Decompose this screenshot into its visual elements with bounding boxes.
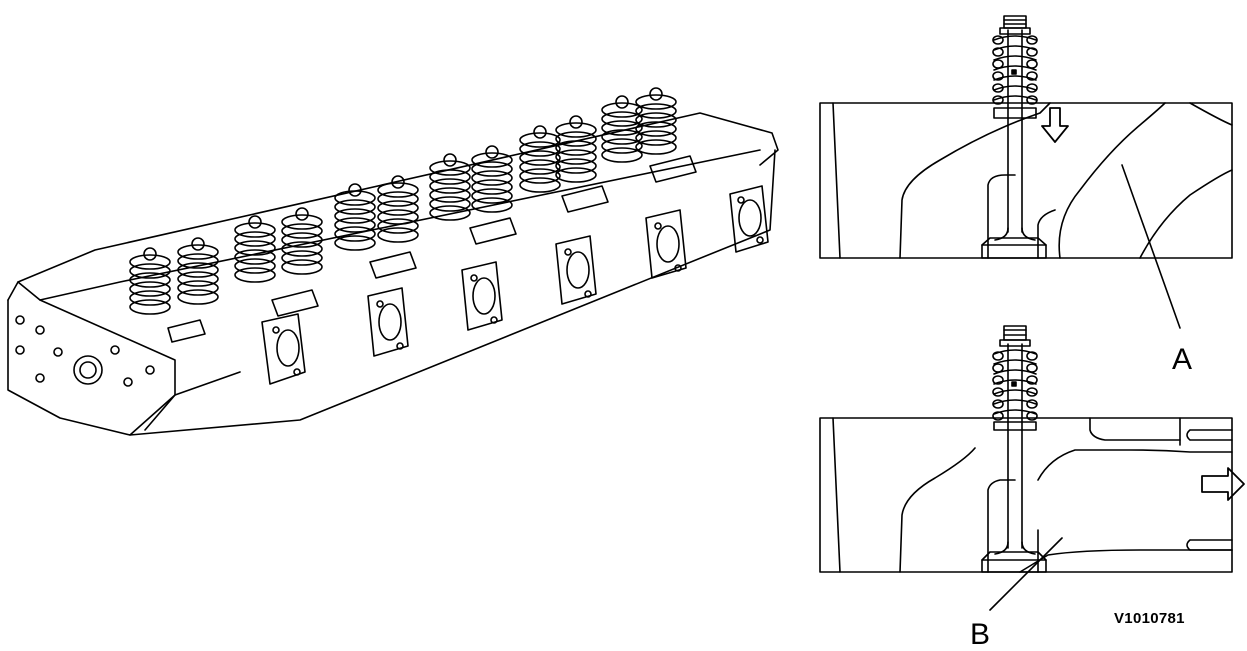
intake-port-section <box>819 15 1233 329</box>
valve-springs <box>129 87 677 315</box>
cylinder-head <box>7 87 779 436</box>
callout-label-a: A <box>1172 343 1193 376</box>
figure-code: V1010781 <box>1114 610 1185 627</box>
exhaust-flanges <box>261 185 769 385</box>
exhaust-port-section <box>819 325 1245 611</box>
deck-pads <box>167 155 697 343</box>
callout-label-b: B <box>970 618 991 651</box>
